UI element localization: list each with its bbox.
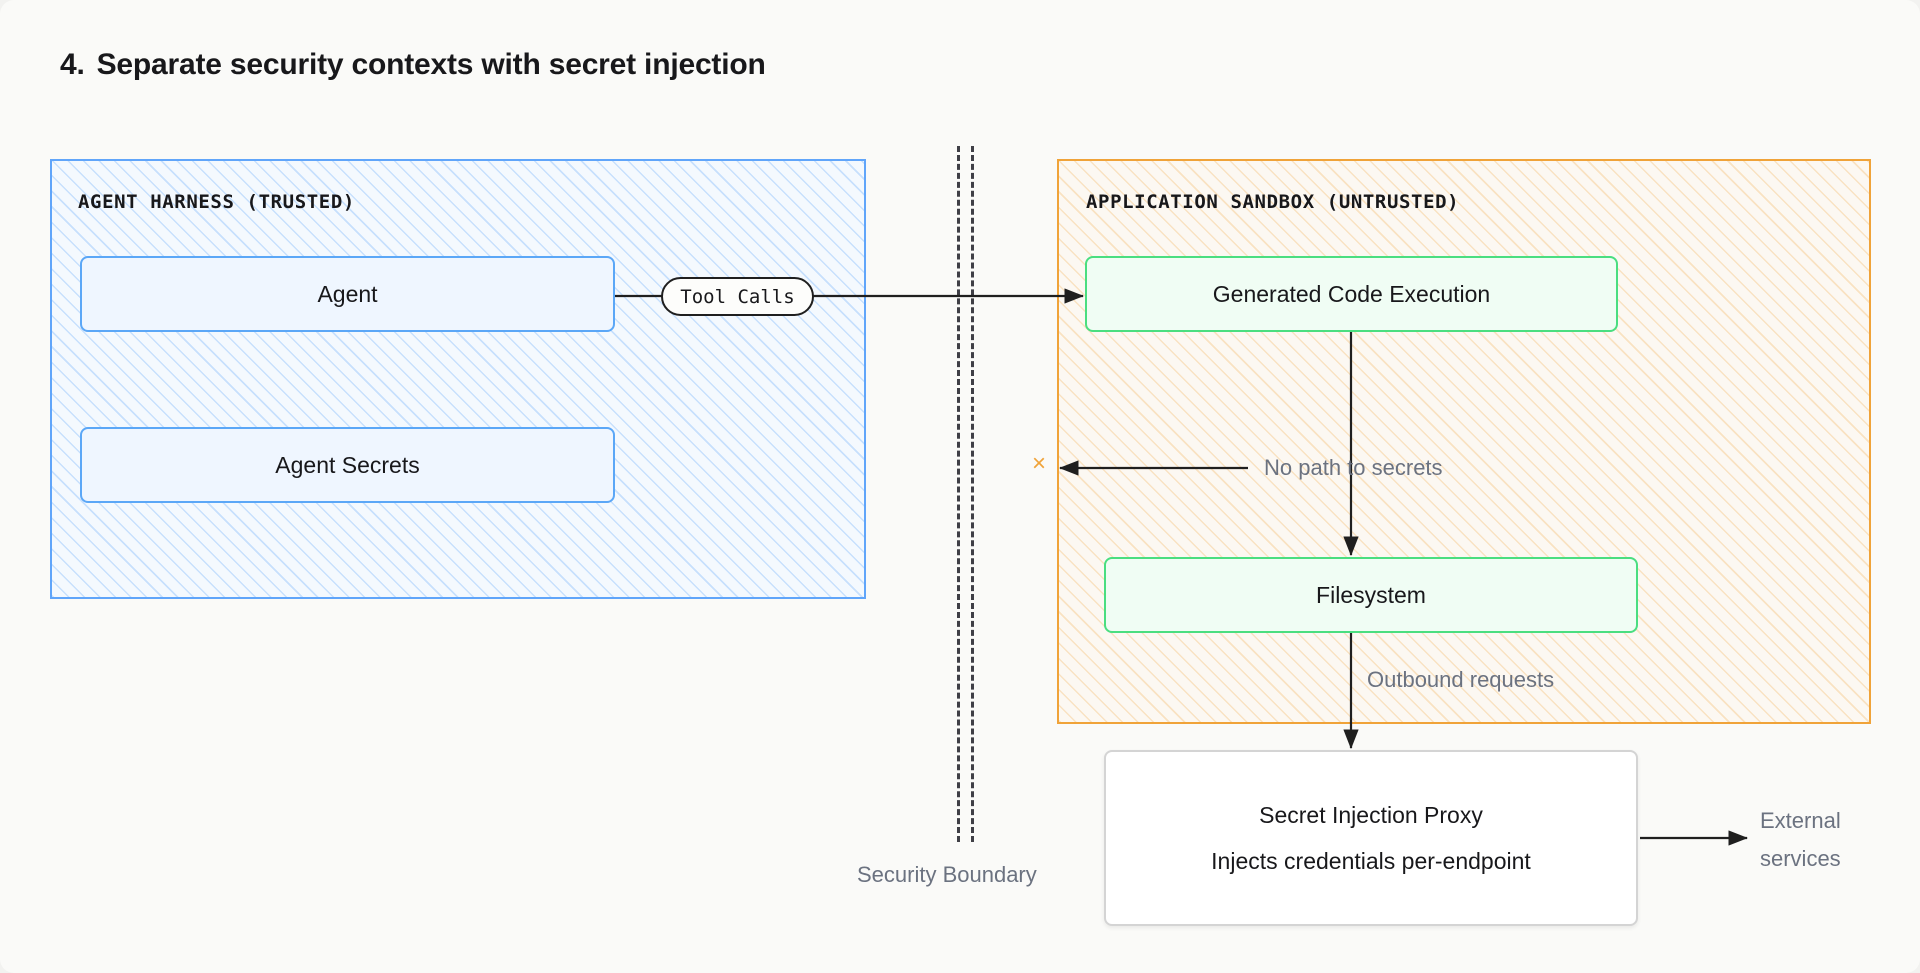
node-secret-injection-proxy[interactable]: Secret Injection Proxy Injects credentia… [1104, 750, 1638, 926]
edge-label-tool-calls-text: Tool Calls [680, 285, 795, 308]
edge-label-external-services: External services [1760, 808, 1841, 871]
node-agent-secrets[interactable]: Agent Secrets [80, 427, 615, 503]
zone-agent-harness-label: AGENT HARNESS (TRUSTED) [78, 191, 355, 213]
node-generated-code-execution-label: Generated Code Execution [1212, 280, 1491, 307]
node-agent[interactable]: Agent [80, 256, 615, 332]
node-filesystem-label: Filesystem [1316, 581, 1426, 608]
edge-label-outbound-requests: Outbound requests [1367, 667, 1555, 692]
page-title-number: 4. [60, 48, 85, 81]
zone-agent-harness-trusted: AGENT HARNESS (TRUSTED) [50, 159, 866, 599]
node-secret-injection-proxy-title: Secret Injection Proxy [1259, 801, 1483, 828]
node-agent-label: Agent [317, 280, 378, 307]
security-boundary-line-right [971, 146, 974, 842]
edge-label-tool-calls: Tool Calls [661, 277, 814, 316]
node-agent-secrets-label: Agent Secrets [275, 451, 420, 478]
security-boundary-label: Security Boundary [857, 862, 1037, 887]
node-filesystem[interactable]: Filesystem [1104, 557, 1638, 633]
security-boundary-line-left [957, 146, 960, 842]
page-title: 4. Separate security contexts with secret… [60, 48, 766, 82]
node-secret-injection-proxy-subtitle: Injects credentials per-endpoint [1211, 847, 1531, 874]
blocked-x-icon: × [1031, 450, 1046, 477]
edge-label-no-path-to-secrets: No path to secrets [1264, 455, 1443, 480]
zone-application-sandbox-untrusted: APPLICATION SANDBOX (UNTRUSTED) [1057, 159, 1871, 724]
node-generated-code-execution[interactable]: Generated Code Execution [1085, 256, 1618, 332]
zone-application-sandbox-label: APPLICATION SANDBOX (UNTRUSTED) [1086, 191, 1460, 213]
page-title-text: Separate security contexts with secret i… [96, 48, 766, 81]
